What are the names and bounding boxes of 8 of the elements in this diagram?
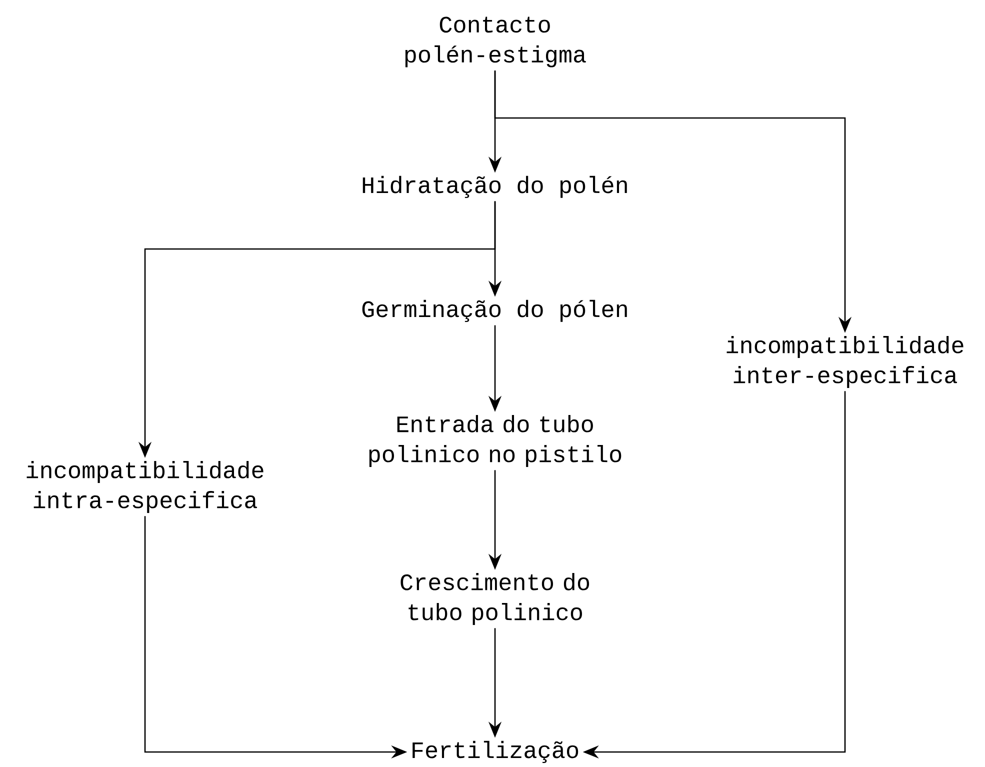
- step-text: Entrada do tubo polinico no pistilo: [369, 415, 622, 467]
- step-text: incompatibilidade inter-especifica: [726, 336, 964, 388]
- step-text: Contacto polén-estigma: [405, 16, 586, 68]
- step-text: Fertilização: [412, 740, 578, 764]
- step-text: Crescimento do tubo polinico: [400, 573, 590, 625]
- step-text: Hidratação do polén: [362, 176, 627, 198]
- step-text: incompatibilidade intra-especifica: [26, 461, 264, 513]
- step-text: Germinação do pólen: [362, 300, 627, 322]
